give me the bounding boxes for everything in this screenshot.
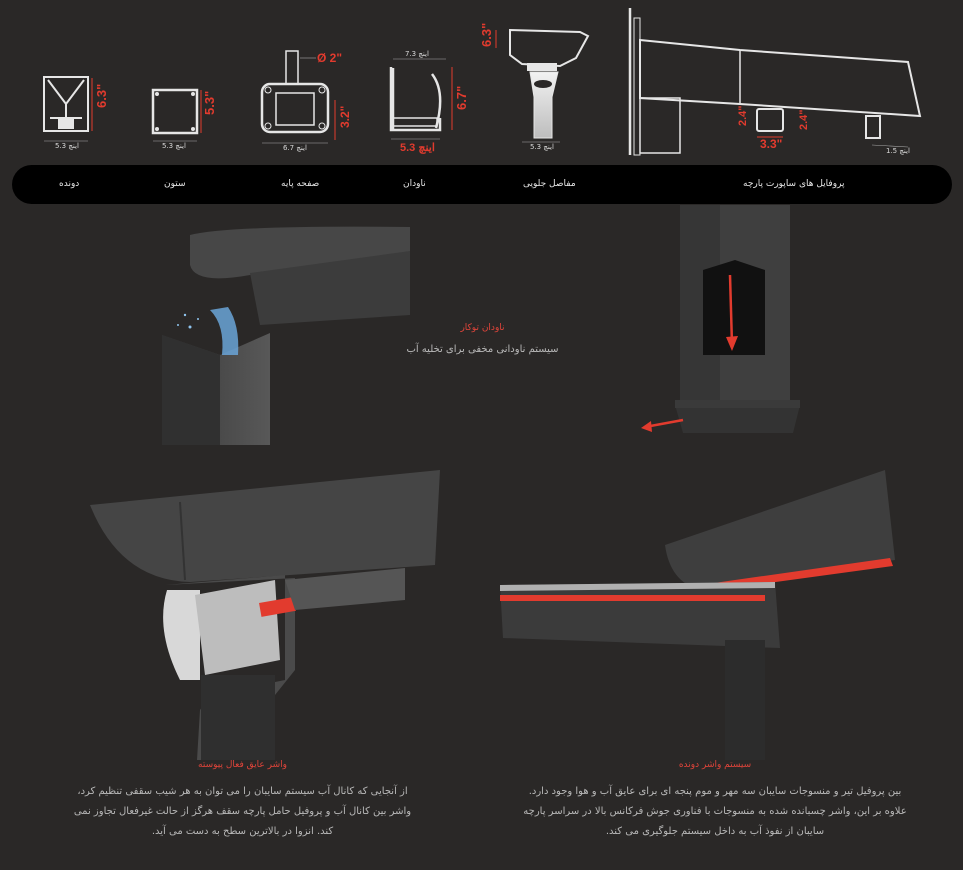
gutter-caption: ناودان توکار سیستم ناودانی مخفی برای تخل…: [395, 323, 570, 360]
fabric-support-w1-label: 3.3": [760, 137, 782, 151]
column-width-label: 5.3 اینچ: [162, 142, 186, 150]
front-joint-drawing: 6.3" 5.3 اینچ: [479, 23, 590, 151]
column-drain-render: [641, 205, 800, 433]
tab-front-joints[interactable]: مفاصل جلویی: [523, 179, 576, 189]
base-plate-diameter-label: Ø 2": [317, 51, 342, 65]
front-joint-width-label: 5.3 اینچ: [530, 143, 554, 151]
fabric-support-drawing: 2.4" 2.4" 3.3" 1.5 اینچ: [628, 8, 922, 156]
seal-caption-title: واشر عایق فعال پیوسته: [198, 760, 287, 770]
runner-caption-body: بین پروفیل تیر و منسوجات سایبان سه مهر و…: [523, 786, 907, 837]
gutter-width-label: 5.3 اینچ: [400, 142, 435, 154]
front-joint-height-label: 6.3": [479, 23, 494, 47]
runner-width-label: 5.3 اینچ: [55, 142, 79, 150]
tab-runner[interactable]: دونده: [59, 179, 80, 189]
profile-drawings: 6.3" 5.3 اینچ 5.3" 5.3 اینچ Ø 2" 3.2" 6.…: [43, 8, 922, 156]
base-plate-height-label: 3.2": [338, 106, 352, 128]
fabric-support-h1-label: 2.4": [737, 105, 749, 126]
gutter-water-render: [162, 226, 410, 445]
seal-caption: واشر عایق فعال پیوسته از آنجایی که کانال…: [60, 760, 425, 842]
profile-tabs-nav: پروفایل های ساپورت پارچه مفاصل جلویی ناو…: [12, 165, 952, 204]
column-profile-drawing: 5.3" 5.3 اینچ: [151, 88, 217, 150]
tab-base-plate[interactable]: صفحه پایه: [281, 179, 320, 189]
gutter-caption-title: ناودان توکار: [460, 323, 505, 333]
tab-gutter[interactable]: ناودان: [403, 179, 426, 189]
seal-section-render: [90, 470, 440, 760]
tab-column[interactable]: ستون: [164, 179, 186, 189]
runner-seal-render: [500, 470, 895, 760]
fabric-support-w2-label: 1.5 اینچ: [886, 147, 910, 155]
column-height-label: 5.3": [202, 91, 217, 115]
gutter-profile-drawing: 7.3 اینچ 6.7" 5.3 اینچ: [389, 50, 469, 154]
runner-height-label: 6.3": [94, 84, 109, 108]
base-plate-drawing: Ø 2" 3.2" 6.7 اینچ: [260, 50, 352, 152]
gutter-height-label: 6.7": [454, 86, 469, 110]
seal-caption-body: از آنجایی که کانال آب سیستم سایبان را می…: [73, 786, 412, 837]
runner-caption: سیستم واشر دونده بین پروفیل تیر و منسوجا…: [505, 760, 925, 842]
gutter-caption-body: سیستم ناودانی مخفی برای تخلیه آب: [406, 344, 559, 355]
tab-fabric-support-profiles[interactable]: پروفایل های ساپورت پارچه: [743, 179, 845, 189]
runner-profile-drawing: 6.3" 5.3 اینچ: [43, 76, 109, 150]
gutter-top-label: 7.3 اینچ: [405, 50, 429, 58]
base-plate-width-label: 6.7 اینچ: [283, 144, 307, 152]
fabric-support-h2-label: 2.4": [798, 109, 810, 130]
runner-caption-title: سیستم واشر دونده: [678, 760, 752, 770]
